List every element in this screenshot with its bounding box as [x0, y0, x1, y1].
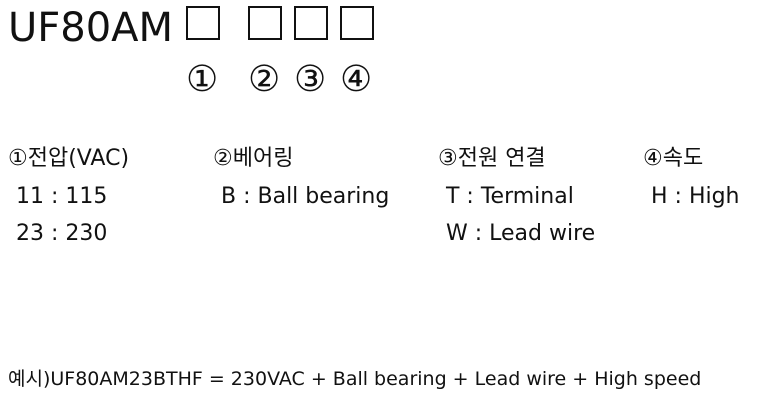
example-line: 예시)UF80AM23BTHF = 230VAC + Ball bearing … [8, 368, 702, 390]
connection-option-1: T : Terminal [446, 184, 574, 209]
heading-power-connection: ③전원 연결 [438, 146, 546, 171]
speed-option-1: H : High [651, 184, 740, 209]
voltage-option-2: 23 : 230 [16, 221, 108, 246]
code-slot-2 [248, 6, 282, 40]
voltage-option-1: 11 : 115 [16, 184, 108, 209]
code-slots [0, 0, 760, 60]
heading-bearing: ②베어링 [213, 146, 294, 171]
marker-1: ① [186, 59, 219, 100]
code-slot-3 [294, 6, 328, 40]
marker-3: ③ [294, 59, 327, 100]
code-slot-1 [186, 6, 220, 40]
connection-option-2: W : Lead wire [446, 221, 596, 246]
bearing-option-1: B : Ball bearing [221, 184, 390, 209]
marker-2: ② [248, 59, 281, 100]
model-prefix: UF80AM [8, 5, 174, 51]
code-slot-4 [340, 6, 374, 40]
heading-voltage: ①전압(VAC) [8, 146, 130, 171]
marker-4: ④ [340, 59, 373, 100]
heading-speed: ④속도 [643, 146, 704, 171]
